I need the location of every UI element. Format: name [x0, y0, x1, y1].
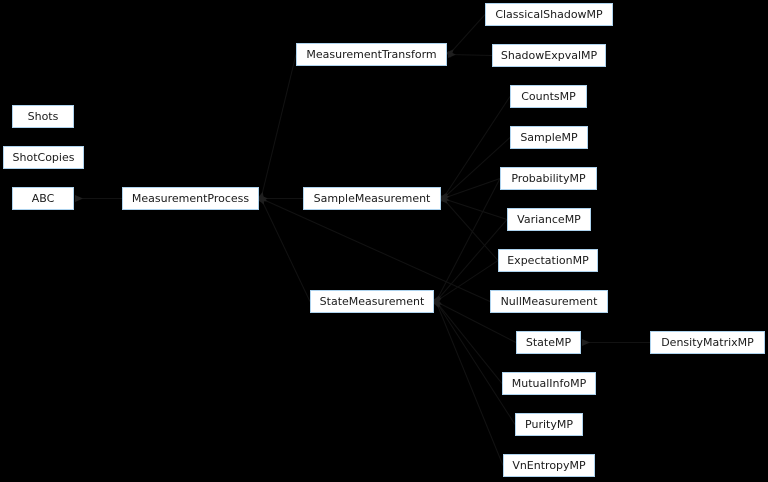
inheritance-edge-NullMeasurement-to-MeasurementProcess — [258, 194, 491, 302]
inheritance-edge-MeasurementTransform-to-MeasurementProcess — [257, 54, 297, 201]
inheritance-edge-ClassicalShadowMP-to-MeasurementTransform — [445, 14, 486, 58]
class-node-CountsMP[interactable]: CountsMP — [510, 85, 587, 108]
inheritance-edge-CountsMP-to-SampleMeasurement — [439, 96, 511, 202]
class-node-PurityMP[interactable]: PurityMP — [515, 413, 583, 436]
inheritance-edge-StateMeasurement-to-MeasurementProcess — [257, 196, 311, 302]
class-node-VnEntropyMP[interactable]: VnEntropyMP — [503, 454, 595, 477]
class-node-ClassicalShadowMP[interactable]: ClassicalShadowMP — [485, 3, 613, 26]
class-node-SampleMP[interactable]: SampleMP — [510, 126, 588, 149]
class-node-DensityMatrixMP[interactable]: DensityMatrixMP — [650, 331, 765, 354]
inheritance-edge-StateMP-to-StateMeasurement — [433, 297, 517, 343]
class-node-VarianceMP[interactable]: VarianceMP — [507, 208, 591, 231]
class-node-StateMeasurement[interactable]: StateMeasurement — [310, 290, 434, 313]
class-node-ExpectationMP[interactable]: ExpectationMP — [498, 249, 598, 272]
class-node-ABC[interactable]: ABC — [12, 187, 74, 210]
inheritance-edge-ShadowExpvalMP-to-MeasurementTransform — [447, 50, 493, 58]
inheritance-edge-ExpectationMP-to-SampleMeasurement — [439, 195, 499, 261]
class-node-ShadowExpvalMP[interactable]: ShadowExpvalMP — [492, 44, 606, 67]
inheritance-edge-VnEntropyMP-to-StateMeasurement — [432, 299, 504, 466]
class-node-MutualInfoMP[interactable]: MutualInfoMP — [502, 372, 596, 395]
class-node-MeasurementTransform[interactable]: MeasurementTransform — [296, 43, 447, 66]
inheritance-edge-MutualInfoMP-to-StateMeasurement — [432, 298, 503, 384]
class-node-ShotCopies[interactable]: ShotCopies — [3, 146, 84, 169]
class-node-StateMP[interactable]: StateMP — [516, 331, 581, 354]
class-node-ProbabilityMP[interactable]: ProbabilityMP — [500, 167, 597, 190]
class-node-SampleMeasurement[interactable]: SampleMeasurement — [303, 187, 441, 210]
inheritance-edge-VarianceMP-to-StateMeasurement — [432, 219, 508, 305]
class-node-NullMeasurement[interactable]: NullMeasurement — [490, 290, 608, 313]
class-node-MeasurementProcess[interactable]: MeasurementProcess — [122, 187, 259, 210]
inheritance-edge-PurityMP-to-StateMeasurement — [432, 298, 516, 425]
inheritance-edge-ProbabilityMP-to-StateMeasurement — [432, 178, 501, 305]
inheritance-edge-VarianceMP-to-SampleMeasurement — [440, 194, 508, 220]
inheritance-edge-SampleMP-to-SampleMeasurement — [439, 137, 511, 202]
inheritance-edge-ExpectationMP-to-StateMeasurement — [433, 260, 499, 305]
class-node-Shots[interactable]: Shots — [12, 105, 74, 128]
inheritance-edge-ProbabilityMP-to-SampleMeasurement — [440, 178, 501, 203]
